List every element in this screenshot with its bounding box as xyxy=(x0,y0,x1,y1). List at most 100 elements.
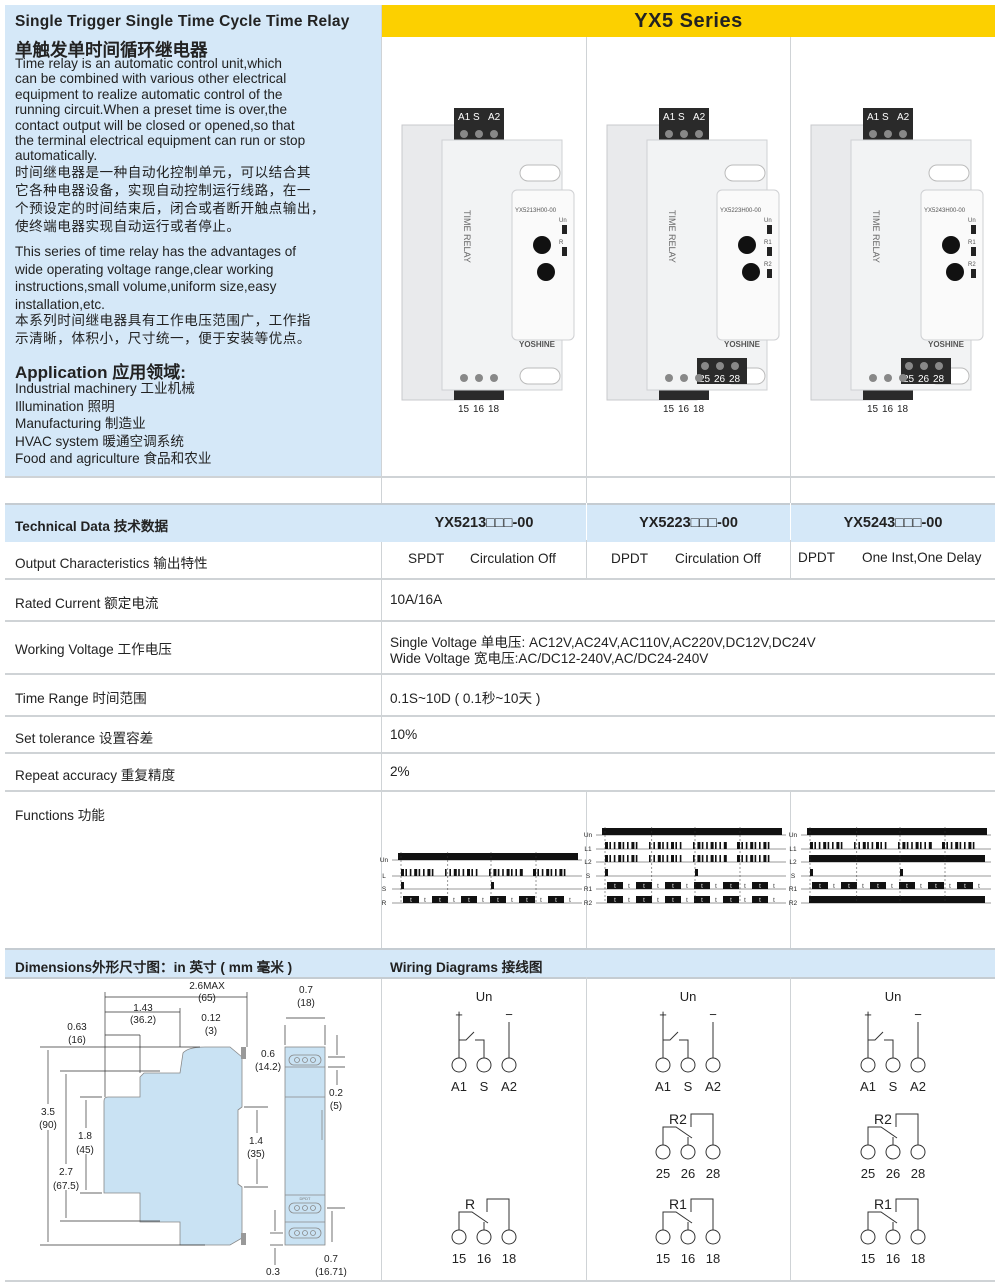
timing-mark xyxy=(759,842,761,849)
timing-mark xyxy=(701,842,704,849)
timing-mark xyxy=(546,869,550,876)
dim-label: DPDT xyxy=(300,1196,311,1201)
terminal-label: 25 xyxy=(699,374,711,385)
timing-mark xyxy=(862,842,866,849)
terminal-circle xyxy=(885,1057,901,1073)
led-label: Un xyxy=(968,218,976,224)
contact-label: R1 xyxy=(874,1196,892,1212)
timing-marker: t xyxy=(628,898,630,904)
time-range-value: 0.1S~10D ( 0.1秒~10天 ) xyxy=(390,691,541,706)
dim-label: (90) xyxy=(39,1120,57,1131)
divider xyxy=(790,37,791,503)
time-set-dial xyxy=(537,263,555,281)
timing-mark xyxy=(490,896,506,903)
timing-mark xyxy=(818,842,821,849)
timing-marker: t xyxy=(540,898,542,904)
timing-mark xyxy=(750,855,754,862)
timing-row-label: R xyxy=(382,900,387,907)
timing-marker: t xyxy=(862,884,864,890)
terminal-label: A2 xyxy=(693,112,706,123)
output-value: Circulation Off xyxy=(675,551,761,566)
timing-mark xyxy=(719,855,721,862)
terminal-label: S xyxy=(889,1079,898,1094)
timing-mark xyxy=(759,855,761,862)
terminal-label: 15 xyxy=(867,404,879,415)
timing-mark xyxy=(723,896,739,903)
timing-marker: t xyxy=(715,884,717,890)
time-range-dial xyxy=(738,236,756,254)
terminal-label: A1 xyxy=(451,1079,467,1094)
terminal-screw xyxy=(869,130,877,138)
dim-label: 0.7 xyxy=(324,1254,338,1265)
plus-sign: + xyxy=(659,1007,667,1022)
timing-mark xyxy=(401,882,404,889)
timing-mark xyxy=(489,869,491,876)
application-title: Application 应用领域: xyxy=(15,363,186,382)
timing-mark xyxy=(737,855,740,862)
timing-row-label: R1 xyxy=(789,886,798,893)
working-voltage-label: Working Voltage 工作电压 xyxy=(15,642,172,657)
repeat-accuracy-row: Repeat accuracy 重复精度 2% xyxy=(5,754,995,790)
timing-mark xyxy=(519,896,535,903)
timing-marker: t xyxy=(686,884,688,890)
timing-mark xyxy=(657,855,661,862)
time-set-dial xyxy=(946,263,964,281)
timing-row-label: Un xyxy=(584,832,593,839)
terminal-label: 18 xyxy=(911,1251,925,1266)
timing-mark xyxy=(832,842,834,849)
divider xyxy=(5,790,995,792)
divider xyxy=(586,790,587,948)
supply-label: Un xyxy=(476,989,493,1004)
model-header: YX5213□□□-00 xyxy=(434,515,534,531)
timing-mark xyxy=(767,842,770,849)
timing-mark xyxy=(876,842,879,849)
terminal-screw xyxy=(680,130,688,138)
rated-current-label: Rated Current 额定电流 xyxy=(15,596,159,611)
timing-mark xyxy=(694,882,710,889)
dim-label: (16.71) xyxy=(315,1267,347,1278)
tech-header: Technical Data 技术数据 xyxy=(15,519,169,534)
timing-mark xyxy=(741,855,743,862)
terminal-screw xyxy=(490,374,498,382)
timing-mark xyxy=(750,842,754,849)
timing-marker: t xyxy=(744,898,746,904)
dim-label: (35) xyxy=(247,1149,265,1160)
timing-mark xyxy=(710,855,714,862)
terminal-screw xyxy=(460,374,468,382)
terminal-circle xyxy=(476,1229,492,1245)
led-indicator xyxy=(562,247,567,256)
advantages-en: This series of time relay has the advant… xyxy=(15,244,297,312)
dim-label: (18) xyxy=(297,998,315,1009)
model-label: YX5223H00-00 xyxy=(720,208,762,214)
terminal-label: 15 xyxy=(861,1251,875,1266)
supply-label: Un xyxy=(885,989,902,1004)
dim-label: 2.6MAX xyxy=(189,981,225,992)
timing-marker: t xyxy=(759,898,761,904)
timing-mark xyxy=(401,869,404,876)
timing-mark xyxy=(665,896,681,903)
timing-mark xyxy=(928,882,944,889)
timing-mark xyxy=(627,842,629,849)
terminal-circle xyxy=(910,1057,926,1073)
terminal-label: A2 xyxy=(910,1079,926,1094)
din-clip xyxy=(241,1233,246,1245)
terminal-circle xyxy=(705,1229,721,1245)
terminal-circle xyxy=(860,1229,876,1245)
dim-label: 0.63 xyxy=(67,1022,87,1033)
timing-mark xyxy=(432,896,448,903)
timing-mark xyxy=(870,882,886,889)
relay-side-profile xyxy=(103,1046,243,1246)
divider xyxy=(5,578,995,580)
relay-front-view xyxy=(284,1046,326,1246)
single-voltage-value: Single Voltage 单电压: AC12V,AC24V,AC110V,A… xyxy=(390,635,816,650)
terminal-circle xyxy=(501,1229,517,1245)
terminal-label: A1 xyxy=(655,1079,671,1094)
timing-mark xyxy=(920,842,922,849)
minus-sign: − xyxy=(505,1007,513,1022)
timing-mark xyxy=(884,842,887,849)
contact-wire xyxy=(486,1198,510,1230)
